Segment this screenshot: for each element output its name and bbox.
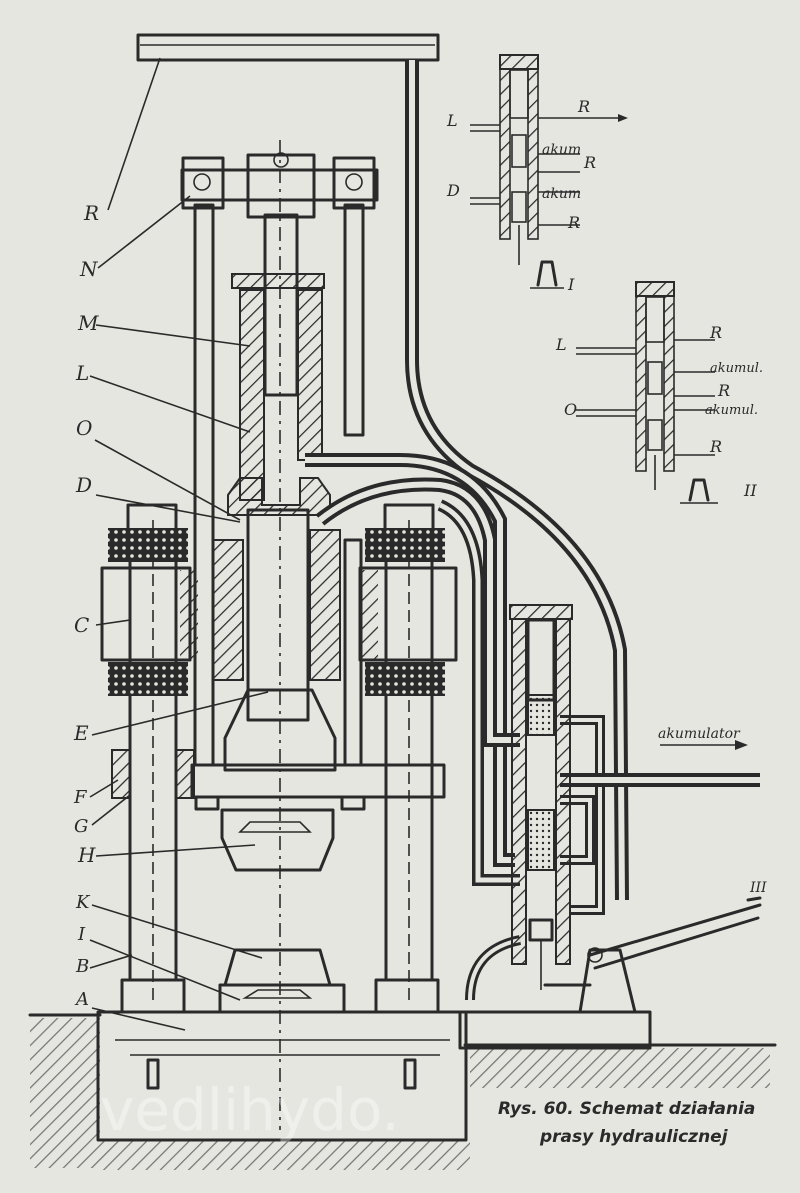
valve-II-label-L: L	[555, 335, 567, 354]
valve-II-label-akum1: akumul.	[710, 361, 763, 376]
side-cylinder-right	[358, 503, 458, 696]
valve-II-label-R1: R	[709, 323, 722, 342]
valve-I-label-akum2: akum	[542, 186, 581, 202]
valve-I-label-R2: R	[583, 153, 596, 172]
watermark: vedlihydo.	[100, 1076, 400, 1144]
piping	[305, 60, 760, 1001]
valve-II-label-R2: R	[717, 381, 730, 400]
label-F: F	[73, 787, 88, 808]
distribution-valve	[509, 604, 573, 990]
label-D: D	[75, 473, 92, 497]
label-B: B	[75, 956, 89, 977]
anvil	[218, 983, 346, 1014]
valve-detail-II	[576, 281, 718, 504]
moving-beam	[190, 763, 446, 811]
valve-II-labels: L R akumul. R O akumul. R II	[555, 323, 763, 500]
valve-II-label-O: O	[564, 400, 577, 419]
caption-line-1: Rys. 60. Schemat działania	[498, 1099, 755, 1119]
label-A: A	[74, 989, 89, 1010]
column-base-right	[374, 978, 440, 1014]
valve-detail-I	[470, 54, 628, 289]
label-E: E	[73, 721, 89, 745]
valve-I-labels: L R akum R D akum R I	[446, 97, 596, 294]
label-H: H	[77, 843, 96, 867]
label-I: I	[77, 924, 86, 945]
lower-die	[223, 948, 332, 987]
label-K: K	[75, 892, 91, 913]
label-N: N	[79, 257, 99, 281]
valve-I-label-R1: R	[577, 97, 590, 116]
label-L: L	[75, 361, 89, 385]
label-C: C	[74, 613, 89, 637]
control-lever	[543, 896, 762, 1014]
accumulator-label: akumulator	[658, 726, 741, 742]
label-G: G	[74, 816, 88, 837]
part-labels: R N M L O D C E F G H K I B A	[73, 201, 99, 1010]
upper-cylinder	[227, 273, 331, 516]
caption-line-2: prasy hydraulicznej	[539, 1127, 729, 1147]
lower-die-cavity	[242, 989, 313, 999]
valve-I-label-D: D	[446, 181, 460, 200]
valve-I-label-L: L	[446, 111, 458, 130]
side-cylinder-left	[100, 503, 198, 696]
accumulator-arrow	[660, 740, 748, 750]
valve-I-label-R3: R	[567, 213, 580, 232]
valve-I-roman: I	[567, 275, 575, 294]
collar-right	[175, 749, 195, 799]
collar-left	[111, 749, 131, 799]
ram	[223, 688, 337, 772]
control-platform	[136, 33, 440, 62]
valve-II-roman: II	[743, 481, 757, 500]
valve-II-label-akum2: akumul.	[705, 403, 758, 418]
valve-II-label-R3: R	[709, 437, 722, 456]
label-M: M	[77, 311, 99, 335]
upper-die-cavity	[238, 821, 312, 833]
valve-I-label-akum1: akum	[542, 142, 581, 158]
lever-roman-label: III	[749, 880, 767, 896]
ground	[28, 1013, 777, 1170]
label-R: R	[83, 201, 99, 225]
leader-lines	[89, 57, 269, 1031]
label-O: O	[76, 416, 92, 440]
upper-die	[220, 808, 335, 872]
main-cylinder	[212, 508, 341, 722]
